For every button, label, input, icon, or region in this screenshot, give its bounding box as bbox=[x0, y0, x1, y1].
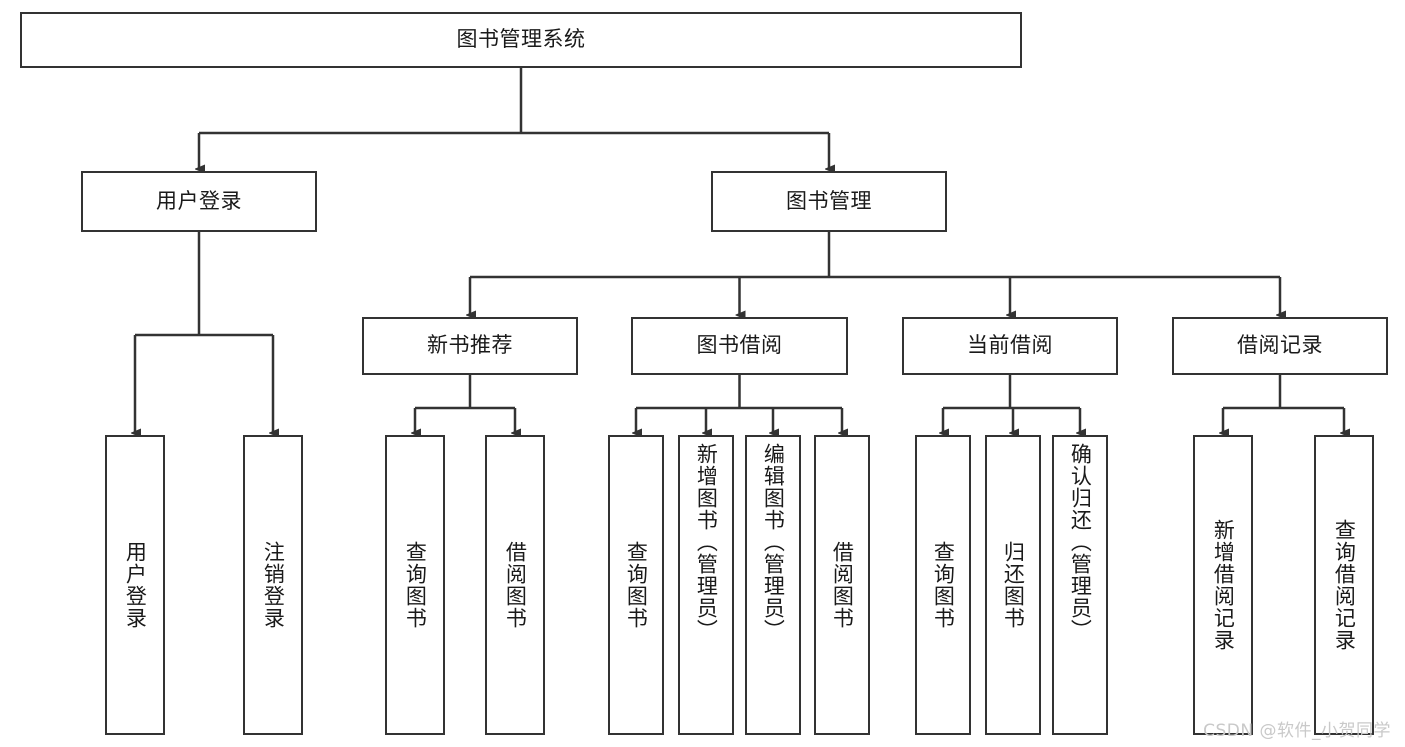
node-leaf-logout-login-label: 注销登录 bbox=[261, 541, 286, 629]
node-图书管理系统[interactable]: 图书管理系统 bbox=[20, 12, 1022, 68]
node-borrow-record[interactable]: 借阅记录 bbox=[1172, 317, 1388, 375]
node-leaf-query-borrow-record-label: 查询借阅记录 bbox=[1332, 519, 1357, 651]
node-leaf-confirm-return-admin-label: 确认归还（管理员） bbox=[1068, 443, 1093, 641]
node-book-management-label: 图书管理 bbox=[786, 188, 872, 213]
node-leaf-add-book-admin-label: 新增图书（管理员） bbox=[694, 443, 719, 641]
node-book-borrow[interactable]: 图书借阅 bbox=[631, 317, 848, 375]
node-leaf-query-book-rec-label: 查询图书 bbox=[403, 541, 428, 629]
node-leaf-add-borrow-record-label: 新增借阅记录 bbox=[1211, 519, 1236, 651]
node-leaf-borrow-book[interactable]: 借阅图书 bbox=[814, 435, 870, 735]
node-leaf-user-login[interactable]: 用户登录 bbox=[105, 435, 165, 735]
node-leaf-user-login-label: 用户登录 bbox=[123, 541, 148, 629]
node-图书管理系统-label: 图书管理系统 bbox=[456, 27, 586, 52]
node-leaf-query-book-current-label: 查询图书 bbox=[931, 541, 956, 629]
node-leaf-add-borrow-record[interactable]: 新增借阅记录 bbox=[1193, 435, 1253, 735]
node-leaf-borrow-book-label: 借阅图书 bbox=[830, 541, 855, 629]
node-leaf-add-book-admin[interactable]: 新增图书（管理员） bbox=[678, 435, 734, 735]
node-leaf-query-book-borrow[interactable]: 查询图书 bbox=[608, 435, 664, 735]
node-leaf-return-book[interactable]: 归还图书 bbox=[985, 435, 1041, 735]
node-book-borrow-label: 图书借阅 bbox=[696, 333, 783, 358]
node-user-login[interactable]: 用户登录 bbox=[81, 171, 317, 232]
node-new-book-recommend-label: 新书推荐 bbox=[427, 333, 513, 358]
node-leaf-return-book-label: 归还图书 bbox=[1001, 541, 1026, 629]
node-leaf-logout-login[interactable]: 注销登录 bbox=[243, 435, 303, 735]
node-leaf-query-book-rec[interactable]: 查询图书 bbox=[385, 435, 445, 735]
node-current-borrow[interactable]: 当前借阅 bbox=[902, 317, 1118, 375]
node-leaf-query-book-current[interactable]: 查询图书 bbox=[915, 435, 971, 735]
watermark-text: CSDN @软件_小贺同学 bbox=[1203, 721, 1391, 741]
node-leaf-query-borrow-record[interactable]: 查询借阅记录 bbox=[1314, 435, 1374, 735]
connector-lines bbox=[135, 68, 1344, 433]
node-user-login-label: 用户登录 bbox=[156, 188, 242, 213]
node-book-management[interactable]: 图书管理 bbox=[711, 171, 947, 232]
node-leaf-edit-book-admin-label: 编辑图书（管理员） bbox=[761, 443, 786, 641]
node-leaf-query-book-borrow-label: 查询图书 bbox=[624, 541, 649, 629]
node-leaf-borrow-book-rec[interactable]: 借阅图书 bbox=[485, 435, 545, 735]
node-leaf-borrow-book-rec-label: 借阅图书 bbox=[503, 541, 528, 629]
node-leaf-confirm-return-admin[interactable]: 确认归还（管理员） bbox=[1052, 435, 1108, 735]
node-new-book-recommend[interactable]: 新书推荐 bbox=[362, 317, 578, 375]
node-current-borrow-label: 当前借阅 bbox=[967, 333, 1053, 358]
node-borrow-record-label: 借阅记录 bbox=[1237, 333, 1323, 358]
node-leaf-edit-book-admin[interactable]: 编辑图书（管理员） bbox=[745, 435, 801, 735]
